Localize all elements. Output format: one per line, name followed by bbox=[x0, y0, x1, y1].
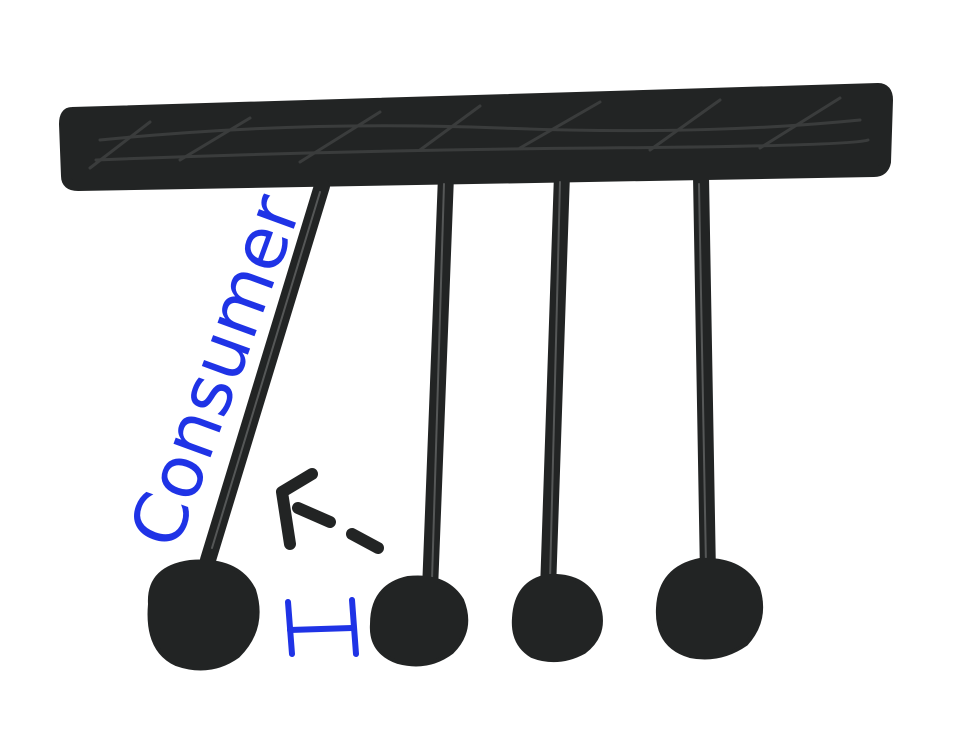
dashed-arrow-icon bbox=[276, 468, 384, 554]
ball-3 bbox=[511, 573, 603, 663]
top-bar bbox=[59, 83, 893, 191]
ball-2 bbox=[369, 575, 469, 667]
ball-4 bbox=[655, 557, 763, 660]
strings bbox=[200, 166, 716, 598]
balls bbox=[147, 557, 763, 671]
string-4 bbox=[693, 168, 716, 583]
impact-marker bbox=[285, 597, 359, 657]
ball-1 bbox=[147, 559, 260, 671]
bar-hatching bbox=[88, 96, 870, 170]
